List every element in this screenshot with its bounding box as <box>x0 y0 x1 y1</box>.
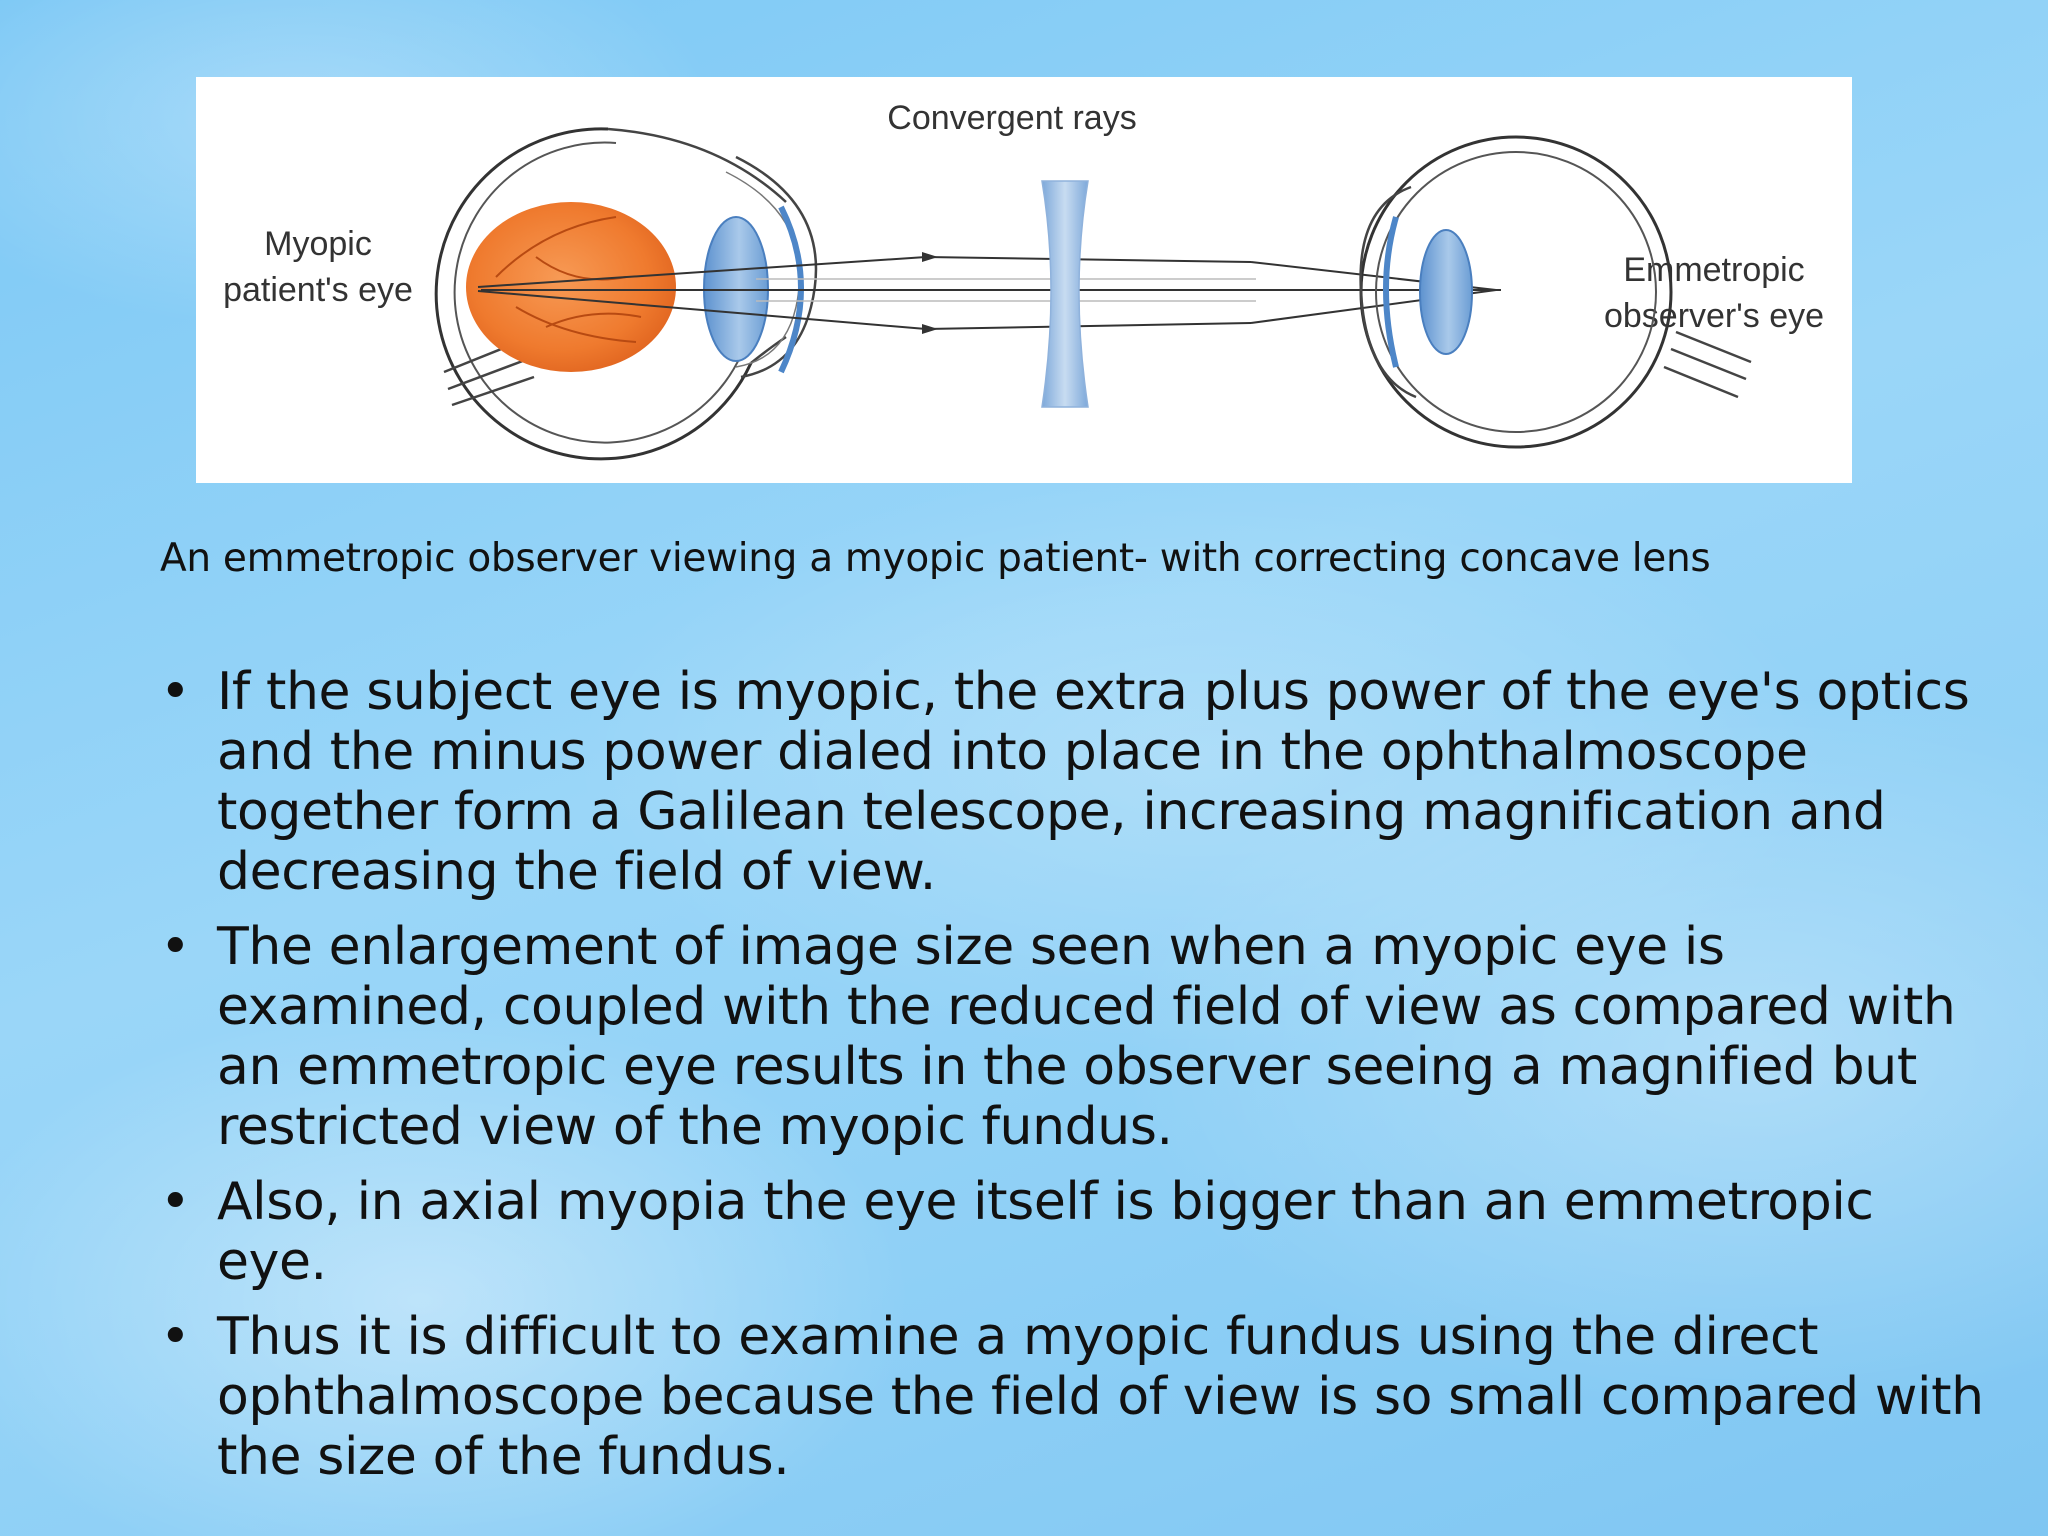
myopic-eye-shape <box>434 127 818 461</box>
ray-arrow-upper <box>922 252 938 262</box>
bullet-list: • If the subject eye is myopic, the extr… <box>160 662 1990 1502</box>
bullet-text: The enlargement of image size seen when … <box>217 917 1956 1157</box>
diagram-svg: Convergent rays Myopic patient's eye Emm… <box>223 99 1824 461</box>
bullet-marker: • <box>160 917 191 977</box>
label-myopic-line1: Myopic <box>264 225 372 263</box>
bullet-marker: • <box>160 1172 191 1232</box>
bullet-marker: • <box>160 1307 191 1367</box>
bullet-item: • Also, in axial myopia the eye itself i… <box>160 1172 1990 1292</box>
label-convergent-rays: Convergent rays <box>887 99 1136 137</box>
eye-optics-diagram: Convergent rays Myopic patient's eye Emm… <box>196 77 1852 483</box>
label-myopic-line2: patient's eye <box>223 271 413 309</box>
label-emmetropic-line2: observer's eye <box>1604 297 1824 335</box>
bullet-item: • Thus it is difficult to examine a myop… <box>160 1307 1990 1487</box>
bullet-item: • If the subject eye is myopic, the extr… <box>160 662 1990 902</box>
emmetropic-eye-shape <box>1359 135 1752 449</box>
concave-lens-shape <box>1041 180 1089 408</box>
bullet-text: Also, in axial myopia the eye itself is … <box>217 1172 1874 1292</box>
figure-caption: An emmetropic observer viewing a myopic … <box>160 536 1711 581</box>
bullet-text: If the subject eye is myopic, the extra … <box>217 662 1970 902</box>
ray-arrow-lower <box>922 324 938 334</box>
bullet-text: Thus it is difficult to examine a myopic… <box>217 1307 1984 1487</box>
bullet-marker: • <box>160 662 191 722</box>
bullet-item: • The enlargement of image size seen whe… <box>160 917 1990 1157</box>
